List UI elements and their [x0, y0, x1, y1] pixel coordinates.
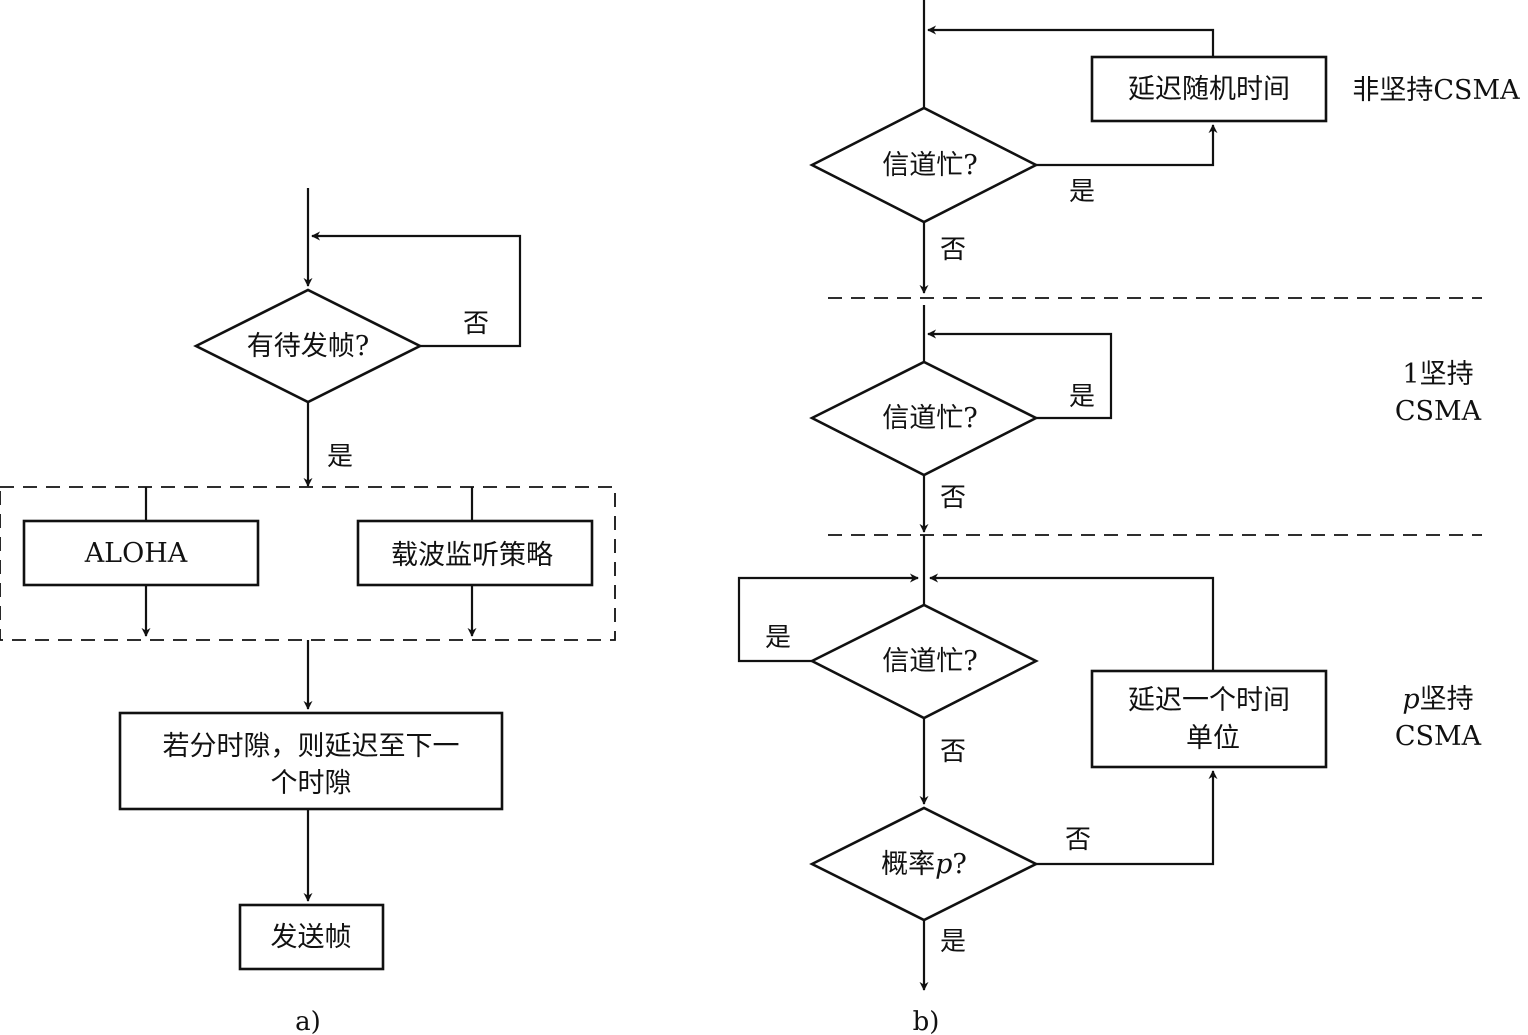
prob-no-label: 否 — [1065, 825, 1091, 855]
aloha-box — [22, 519, 260, 587]
one-persistent-section: 信道忙? 是 否 1坚持 CSMA — [809, 305, 1482, 533]
pp-side-line1: p坚持 — [1402, 684, 1473, 715]
np-return-arrow — [927, 25, 1215, 57]
op-yes-label: 是 — [1069, 382, 1095, 412]
yes-label: 是 — [327, 442, 353, 472]
np-yes-label: 是 — [1069, 177, 1095, 207]
prob-no-arrow — [1036, 770, 1218, 866]
slot-delay-line2: 个时隙 — [271, 768, 352, 799]
pp-decision — [809, 603, 1039, 720]
flowchart-a: 有待发帧? 否 是 ALOHA 载波监听策略 若分时隙，则延迟至下一 个时隙 发… — [0, 188, 616, 1035]
carrier-sense-box — [356, 519, 594, 587]
decision-pending-frame — [193, 288, 423, 404]
np-decision-label: 信道忙? — [882, 150, 977, 181]
pp-decision-label: 信道忙? — [882, 646, 977, 677]
slot-delay-box — [118, 711, 504, 811]
aloha-label: ALOHA — [84, 538, 188, 569]
loop-no-label: 否 — [463, 309, 489, 339]
np-yes-arrow — [1036, 124, 1218, 167]
prob-prefix: 概率 — [881, 849, 935, 880]
strategy-group — [0, 486, 616, 641]
prob-decision-label: 概率p? — [881, 849, 967, 880]
send-frame-box — [238, 903, 385, 971]
send-frame-label: 发送帧 — [271, 922, 352, 953]
op-no-label: 否 — [940, 483, 966, 513]
op-side-line2: CSMA — [1395, 396, 1482, 427]
nonpersistent-section: 延迟随机时间 非坚持CSMA 信道忙? 是 否 — [809, 0, 1520, 294]
caption-b: b) — [913, 1007, 940, 1035]
op-decision-label: 信道忙? — [882, 403, 977, 434]
pp-delay-line1: 延迟一个时间 — [1128, 685, 1290, 716]
flowchart-b: 延迟随机时间 非坚持CSMA 信道忙? 是 否 信道忙? 是 否 1坚持 CSM… — [737, 0, 1520, 1035]
prob-suffix: ? — [952, 849, 966, 880]
p-persistent-section: 是 信道忙? 延迟一个时间 单位 否 概率p? 否 是 p坚持 CSMA — [737, 535, 1482, 991]
op-decision — [809, 360, 1039, 477]
op-yes-loop — [927, 329, 1113, 420]
loop-no-arrow — [311, 231, 522, 348]
slot-delay-line1: 若分时隙，则延迟至下一 — [163, 731, 460, 762]
pp-yes-loop — [737, 573, 919, 663]
caption-a: a) — [295, 1007, 321, 1035]
pp-side-var: p — [1402, 684, 1419, 715]
np-delay-label: 延迟随机时间 — [1128, 74, 1290, 105]
prob-var: p — [935, 849, 952, 880]
pp-side-text: 坚持 — [1420, 684, 1474, 715]
pp-side-line2: CSMA — [1395, 721, 1482, 752]
np-no-label: 否 — [940, 235, 966, 265]
pp-delay-return-arrow — [929, 573, 1215, 671]
prob-yes-label: 是 — [940, 927, 966, 957]
decision-pending-label: 有待发帧? — [247, 331, 369, 362]
pp-delay-box — [1090, 669, 1328, 769]
np-side-label: 非坚持CSMA — [1352, 75, 1520, 106]
np-delay-box — [1090, 55, 1328, 123]
pp-delay-line2: 单位 — [1186, 723, 1240, 754]
pp-yes-label: 是 — [765, 623, 791, 653]
op-side-line1: 1坚持 — [1402, 359, 1473, 390]
pp-no-label: 否 — [940, 737, 966, 767]
carrier-sense-label: 载波监听策略 — [391, 540, 553, 571]
